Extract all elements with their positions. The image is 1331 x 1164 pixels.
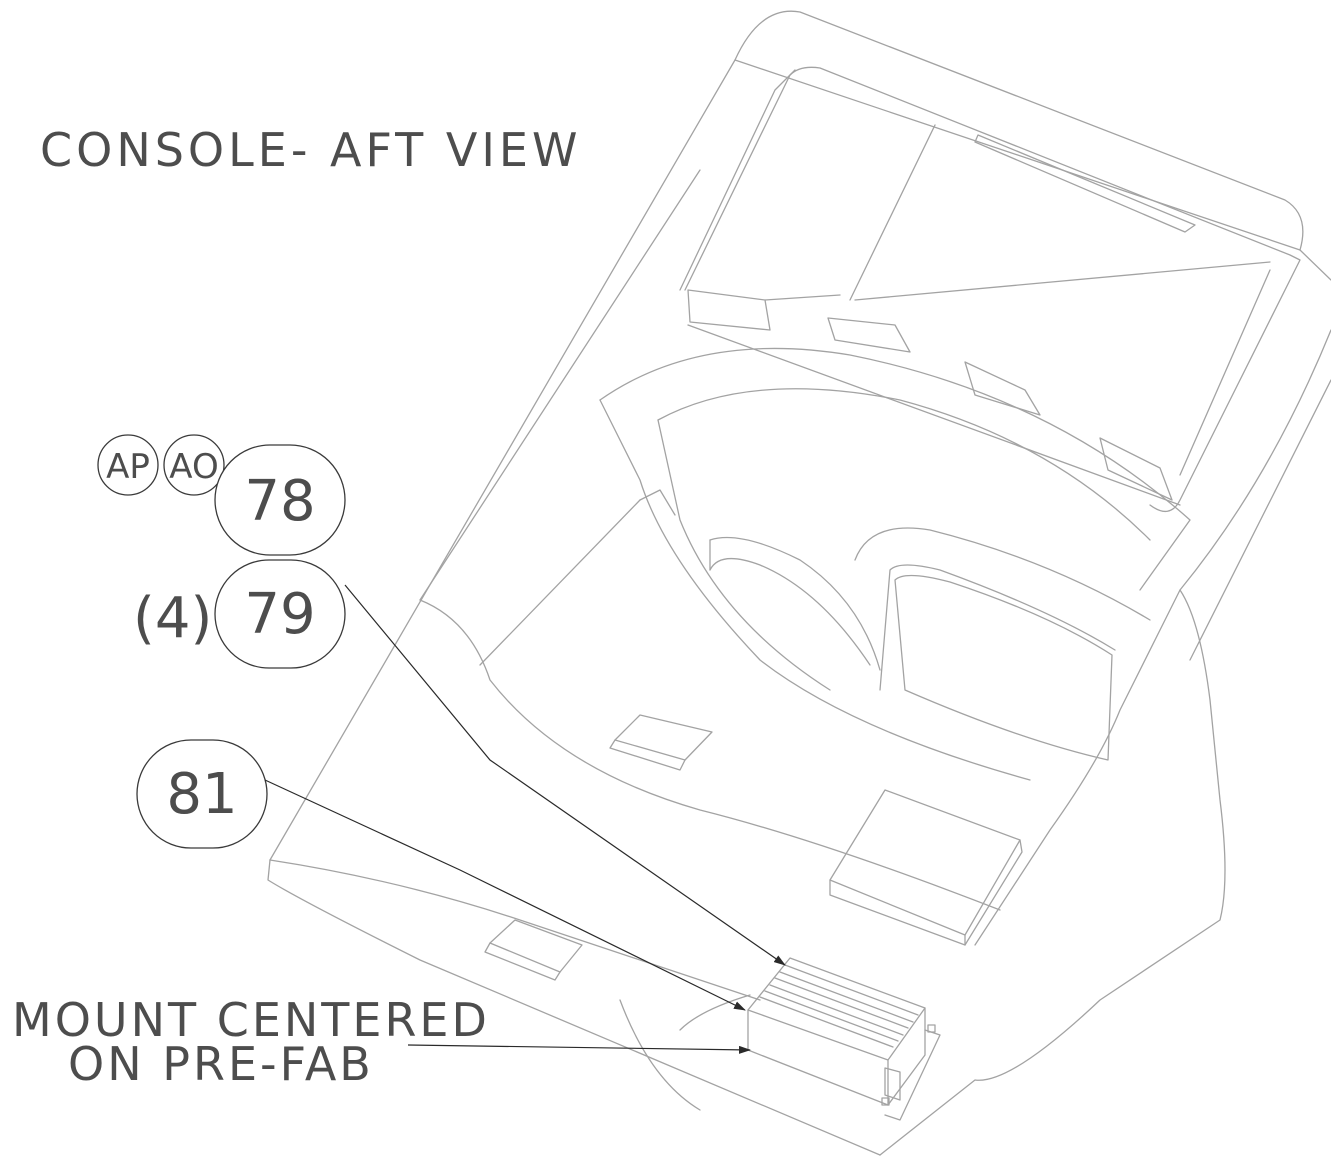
mount-note-line-1: MOUNT CENTERED [12,993,490,1047]
callout-79-quantity: (4) [133,586,212,651]
console-shell [267,10,1331,1156]
amplifier-module [747,957,941,1121]
upper-panel [679,66,1301,512]
callout-ap-label: AP [106,447,150,487]
callout-78: 78 [214,444,346,556]
leader-mount-note [407,1044,751,1054]
mount-note-line-2: ON PRE-FAB [68,1037,374,1091]
callout-81-label: 81 [166,762,237,827]
callout-ao-label: AO [169,447,218,487]
cowl-opening [599,347,1191,781]
leader-79 [344,584,786,966]
callout-81: 81 [136,739,268,849]
callout-ap: AP [97,434,159,496]
callout-78-label: 78 [244,469,315,534]
callout-ao: AO [163,434,225,496]
leader-81 [264,779,746,1011]
lower-deck [269,499,1023,1111]
callout-79: 79 [214,559,346,669]
callout-79-label: 79 [244,582,315,647]
drawing-title: CONSOLE- AFT VIEW [40,123,581,177]
